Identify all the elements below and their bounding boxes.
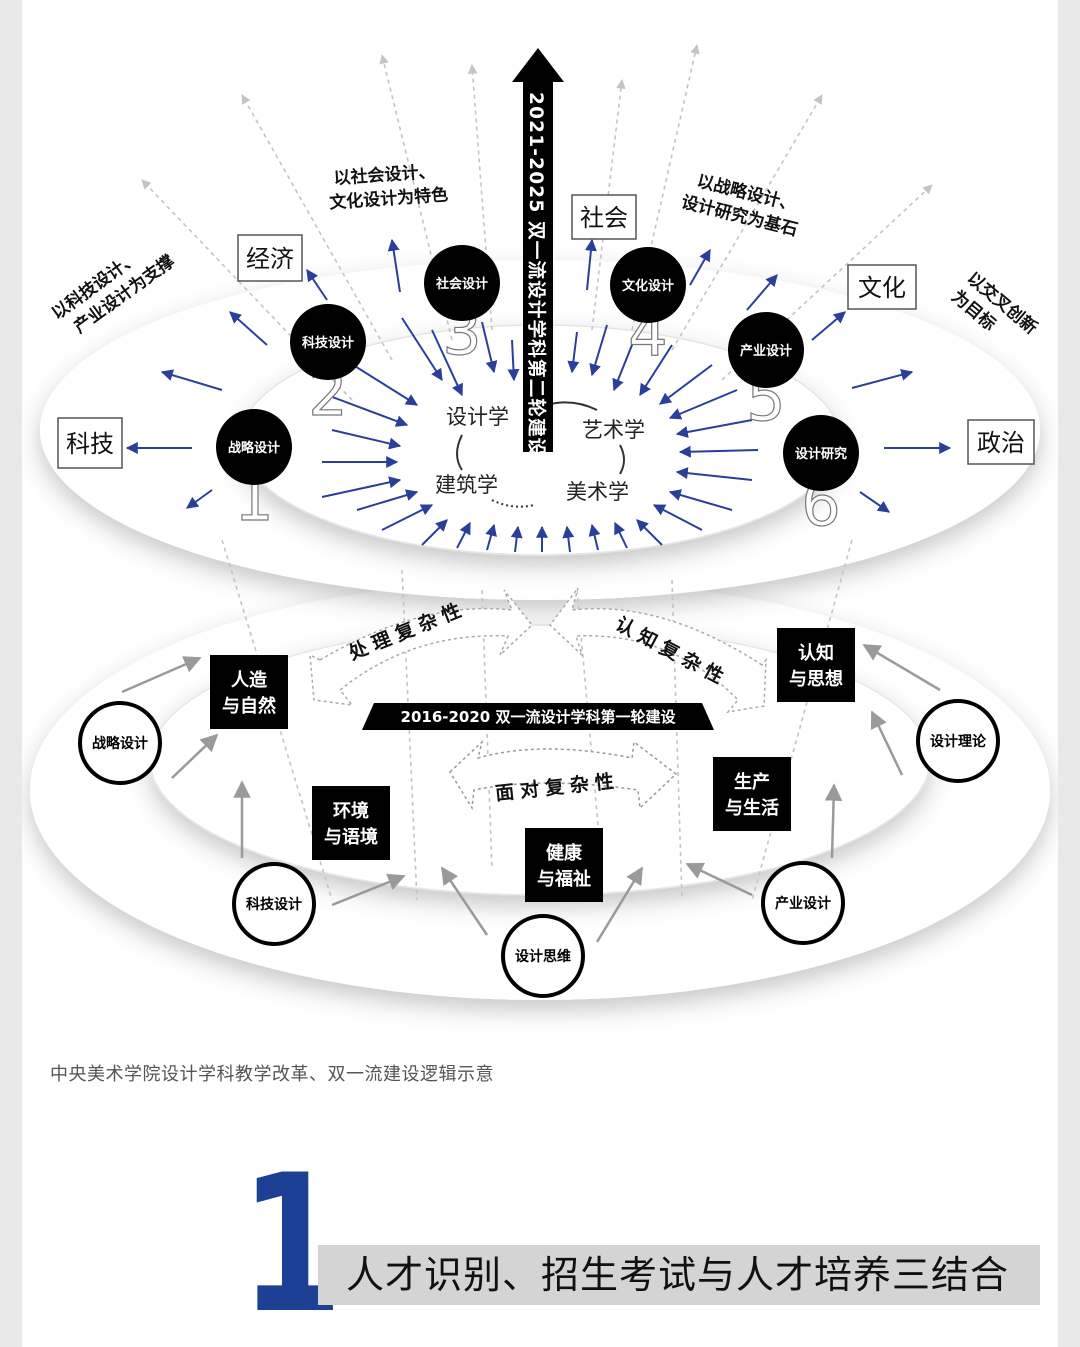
discipline-art: 艺术学 bbox=[582, 418, 645, 442]
blue-outward-arrows bbox=[125, 238, 952, 513]
annotation-feature: 以社会设计、 文化设计为特色 bbox=[329, 161, 449, 213]
node-label: 设计研究 bbox=[795, 446, 847, 462]
circle-strategic-design: 战略设计 bbox=[92, 735, 148, 752]
circle-design-thinking: 设计思维 bbox=[515, 948, 571, 965]
design-discipline-diagram: 设计学 艺术学 建筑学 美术学 2021-2025 双一流设计学科第二轮建设 1… bbox=[30, 44, 1050, 1000]
field-boxes: 科技 经济 社会 文化 政治 bbox=[57, 194, 1035, 469]
top-nodes: 1 战略设计 2 科技设计 3 社会设计 4 文化设计 5 产业设计 6 设计研… bbox=[216, 245, 859, 541]
svg-text:与生活: 与生活 bbox=[725, 797, 779, 819]
field-society: 社会 bbox=[580, 204, 628, 232]
complexity-arrows bbox=[309, 587, 767, 811]
section-title: 人才识别、招生考试与人才培养三结合 bbox=[346, 1253, 1010, 1297]
node-strategic-design: 1 战略设计 bbox=[216, 409, 292, 536]
theme-environment-context: 环境 bbox=[333, 800, 369, 822]
circle-design-theory: 设计理论 bbox=[930, 733, 987, 750]
node-label: 科技设计 bbox=[302, 335, 354, 351]
svg-text:文化设计为特色: 文化设计为特色 bbox=[329, 184, 449, 213]
blue-inward-arrows bbox=[321, 317, 759, 553]
node-label: 产业设计 bbox=[740, 343, 792, 359]
banner-text: 2016-2020 双一流设计学科第一轮建设 bbox=[401, 708, 676, 726]
svg-text:与语境: 与语境 bbox=[324, 826, 378, 848]
node-label: 社会设计 bbox=[435, 276, 488, 292]
theme-boxes: 人造 与自然 认知 与思想 环境 与语境 健康 与福祉 生产 与生活 bbox=[210, 628, 855, 902]
discipline-design: 设计学 bbox=[446, 405, 509, 429]
field-politics: 政治 bbox=[977, 429, 1025, 457]
svg-text:与自然: 与自然 bbox=[222, 695, 276, 717]
theme-cognition-thought: 认知 bbox=[798, 642, 834, 664]
theme-production-life: 生产 bbox=[734, 771, 770, 793]
discipline-architecture: 建筑学 bbox=[435, 473, 498, 497]
first-round-banner: 2016-2020 双一流设计学科第一轮建设 bbox=[362, 703, 714, 730]
node-label: 文化设计 bbox=[622, 278, 674, 294]
field-economy: 经济 bbox=[246, 245, 294, 273]
field-tech: 科技 bbox=[66, 430, 114, 458]
svg-text:与思想: 与思想 bbox=[789, 668, 843, 690]
page: 设计学 艺术学 建筑学 美术学 2021-2025 双一流设计学科第二轮建设 1… bbox=[22, 0, 1058, 1347]
svg-text:与福祉: 与福祉 bbox=[537, 868, 591, 890]
theme-artificial-nature: 人造 bbox=[231, 669, 267, 691]
central-arrow-label: 2021-2025 双一流设计学科第二轮建设 bbox=[525, 92, 547, 458]
figure-caption: 中央美术学院设计学科教学改革、双一流建设逻辑示意 bbox=[50, 1064, 494, 1085]
lower-circles: 战略设计 设计理论 科技设计 设计思维 产业设计 bbox=[78, 699, 1000, 998]
section-title-bar: 人才识别、招生考试与人才培养三结合 bbox=[318, 1245, 1040, 1305]
circle-tech-design: 科技设计 bbox=[246, 896, 302, 913]
discipline-labels: 设计学 艺术学 建筑学 美术学 bbox=[435, 405, 645, 504]
circle-industrial-design: 产业设计 bbox=[775, 895, 831, 912]
gray-arrows bbox=[121, 643, 941, 943]
central-upward-arrow: 2021-2025 双一流设计学科第二轮建设 bbox=[512, 48, 564, 458]
node-design-research: 6 设计研究 bbox=[783, 415, 859, 541]
section-number: 1 bbox=[240, 1134, 344, 1347]
field-culture: 文化 bbox=[858, 274, 906, 302]
node-label: 战略设计 bbox=[228, 440, 280, 456]
node-cultural-design: 4 文化设计 bbox=[610, 247, 686, 371]
node-industrial-design: 5 产业设计 bbox=[728, 312, 804, 436]
node-tech-design: 2 科技设计 bbox=[290, 304, 366, 431]
svg-text:以社会设计、: 以社会设计、 bbox=[333, 161, 436, 189]
discipline-fine-arts: 美术学 bbox=[566, 480, 629, 504]
node-social-design: 3 社会设计 bbox=[424, 245, 500, 370]
theme-health-wellbeing: 健康 bbox=[546, 842, 583, 864]
